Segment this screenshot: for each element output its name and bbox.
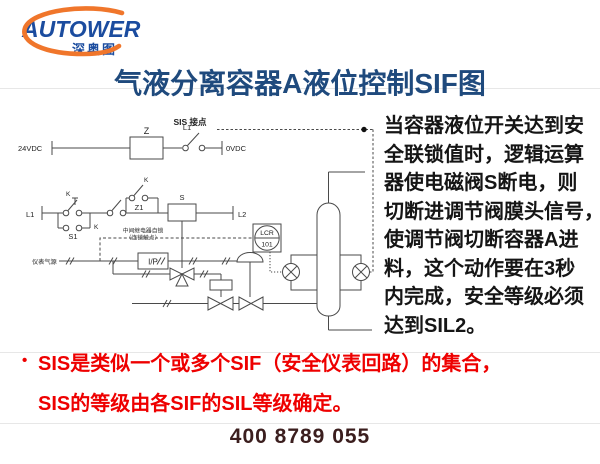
description-line: 使调节阀切断容器A进 xyxy=(384,229,579,251)
logo-sub-text: 深奥图 xyxy=(72,42,118,57)
three-way-valve xyxy=(170,268,194,286)
label-l1-rail: L1 xyxy=(26,210,34,219)
label-relay-note-2: （连锁触点） xyxy=(126,234,161,242)
label-k-s1: K xyxy=(66,191,71,198)
label-l2: L2 xyxy=(238,210,246,219)
description-line: 当容器液位开关达到安 xyxy=(384,115,584,137)
description-line: 全联锁值时，逻辑运算 xyxy=(384,143,584,166)
label-lcr-num: 101 xyxy=(261,242,273,249)
sis-note-line: SIS的等级由各SIF的SIL等级确定。 xyxy=(38,393,353,415)
description-block: 当容器液位开关达到安 全联锁值时，逻辑运算 器使电磁阀S断电，则 切断进调节阀膜… xyxy=(384,112,600,340)
label-air-supply: 仪表气源 xyxy=(32,258,57,266)
label-l1-contact: L1 xyxy=(183,123,191,132)
phone-number: 400 8789 055 xyxy=(229,425,371,448)
description-line: 器使电磁阀S断电，则 xyxy=(384,172,578,194)
description-line: 切断进调节阀膜头信号， xyxy=(384,200,600,223)
label-k-z1: K xyxy=(144,177,149,184)
label-z: Z xyxy=(144,126,150,136)
sis-note: • SIS是类似一个或多个SIF（安全仪表回路）的集合， SIS的等级由各SIF… xyxy=(16,344,591,424)
separator-vessel xyxy=(317,172,372,330)
shutoff-valve xyxy=(208,297,233,310)
label-relay-note-1: 中间继电器自锁 xyxy=(123,227,164,235)
label-s: S xyxy=(179,193,184,202)
label-k-mid: K xyxy=(94,224,99,231)
label-sis-contact: SIS 接点 xyxy=(173,117,207,127)
junction-dot xyxy=(361,126,367,133)
relay-z-box xyxy=(130,137,163,159)
description-line: 达到SIL2。 xyxy=(384,314,487,337)
page-title: 气液分离容器A液位控制SIF图 xyxy=(114,68,486,99)
level-taps xyxy=(283,255,370,290)
label-s1: S1 xyxy=(68,232,77,241)
sis-contact-leader: SIS 接点 xyxy=(173,117,373,272)
control-valve xyxy=(237,253,263,311)
description-line: 料，这个动作要在3秒 xyxy=(384,257,576,280)
divider-line xyxy=(0,352,600,353)
solenoid-s-box xyxy=(168,204,196,221)
divider-line xyxy=(0,423,600,424)
signal-boundary xyxy=(100,238,253,261)
label-ip: I/P xyxy=(148,258,158,267)
divider-line xyxy=(0,88,600,89)
sif-diagram: 24VDC Z L1 0VDC SIS 接点 L1 xyxy=(18,117,377,345)
label-0vdc: 0VDC xyxy=(226,144,247,153)
power-row: 24VDC Z L1 0VDC xyxy=(18,123,247,159)
piston-actuator xyxy=(210,280,232,290)
bullet-icon: • xyxy=(22,352,28,369)
relay-row: L1 K S1 K K Z1 中间继电器自锁 （连锁触点） xyxy=(26,177,246,268)
label-z1: Z1 xyxy=(135,203,144,212)
label-lcr: LCR xyxy=(260,230,274,237)
lcr-instrument: LCR 101 xyxy=(253,224,283,272)
logo: AUTOWER 深奥图 xyxy=(16,6,156,62)
label-24vdc: 24VDC xyxy=(18,144,43,153)
sis-note-line: SIS是类似一个或多个SIF（安全仪表回路）的集合， xyxy=(38,353,502,375)
air-and-ip: 仪表气源 I/P xyxy=(32,253,237,308)
description-line: 内完成，安全等级必须 xyxy=(384,286,584,308)
